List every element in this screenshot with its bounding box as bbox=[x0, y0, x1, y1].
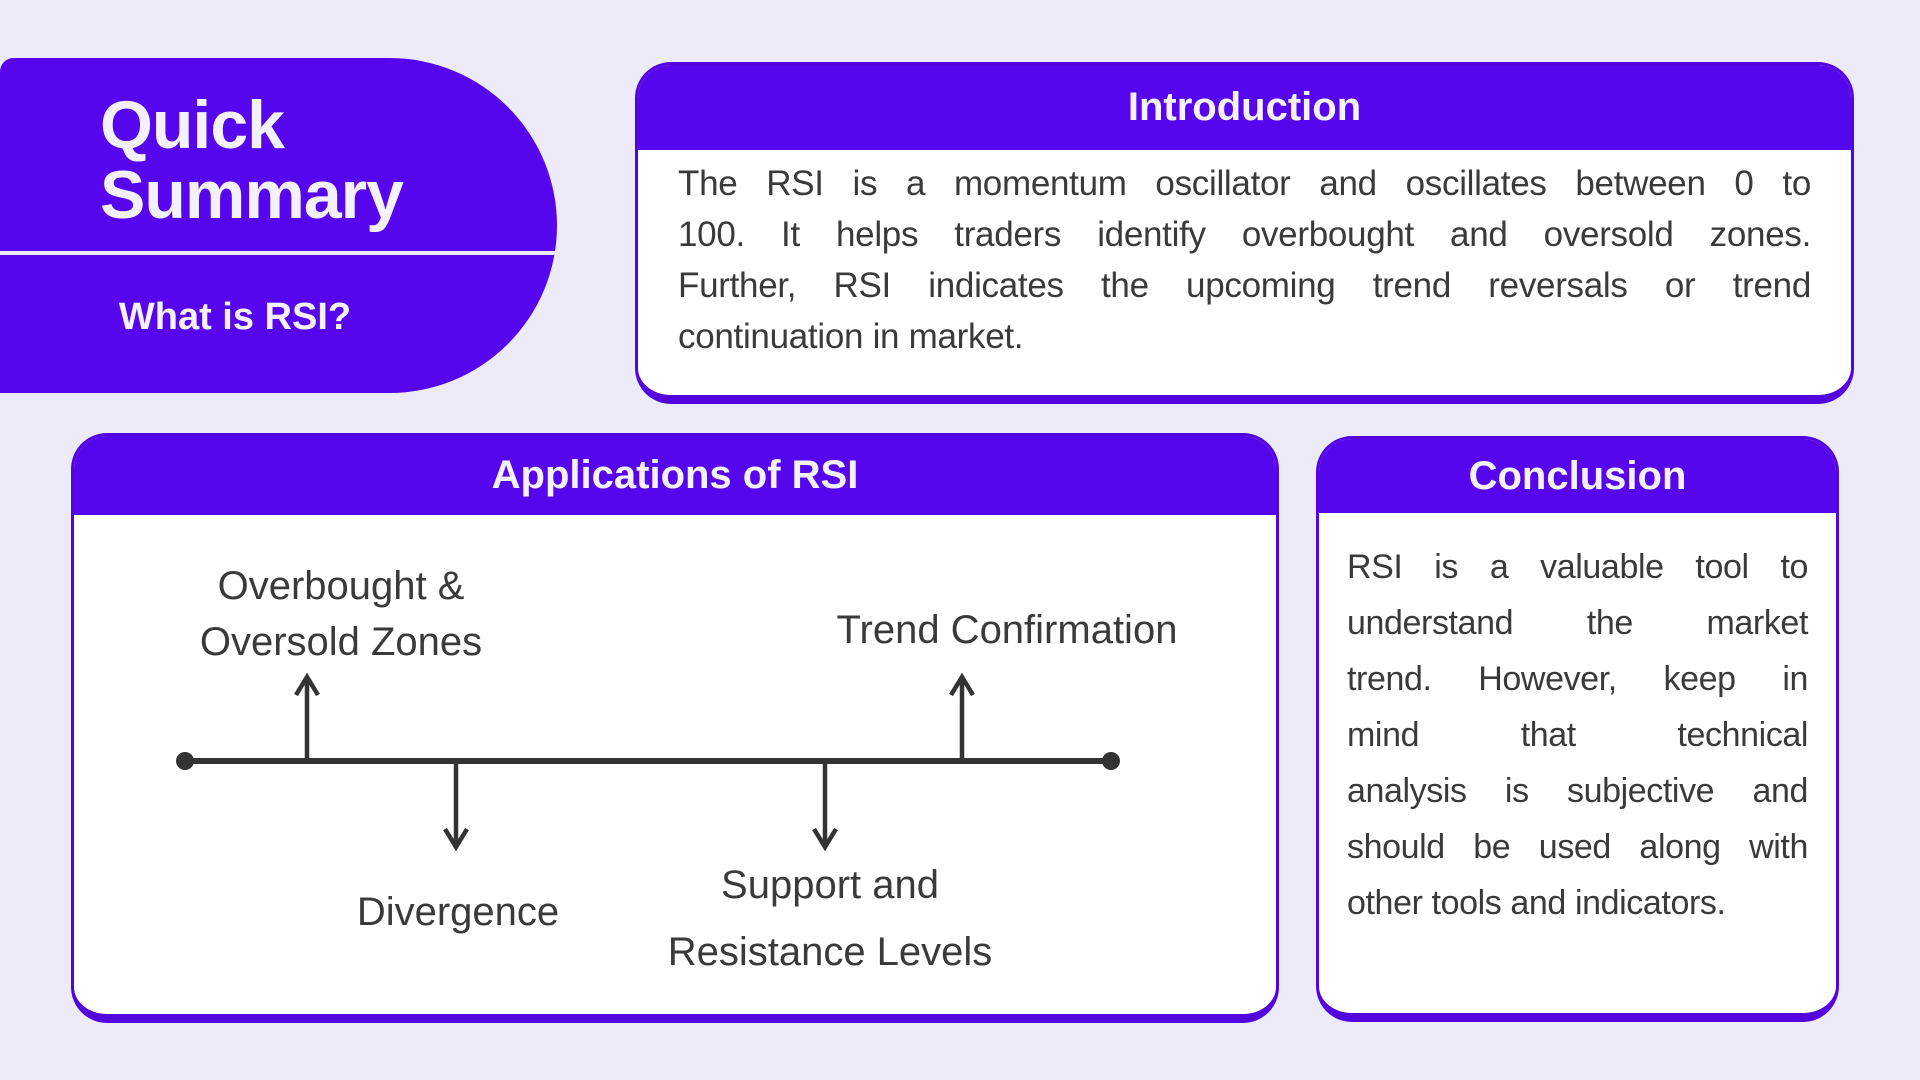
introduction-title: Introduction bbox=[1127, 85, 1362, 129]
up-arrow-icon bbox=[949, 672, 975, 761]
introduction-header: Introduction bbox=[638, 65, 1851, 150]
conclusion-text-line: understand the market bbox=[1347, 604, 1808, 642]
introduction-card: Introduction The RSI is a momentum oscil… bbox=[635, 62, 1854, 404]
down-arrow-icon bbox=[812, 761, 838, 852]
applications-header: Applications of RSI bbox=[74, 436, 1276, 515]
timeline-svg bbox=[176, 672, 1120, 852]
timeline-endpoint-dot-left bbox=[176, 752, 194, 770]
quick-summary-title: Quick Summary bbox=[100, 87, 404, 233]
divider-line bbox=[0, 251, 557, 255]
down-arrow-icon bbox=[443, 761, 469, 852]
introduction-text-line: 100. It helps traders identify overbough… bbox=[678, 215, 1811, 254]
timeline-diagram: Overbought & Oversold Zones Trend Confir… bbox=[74, 515, 1276, 1014]
label-overbought-oversold: Overbought & Oversold Zones bbox=[200, 558, 482, 670]
conclusion-text-line: RSI is a valuable tool to bbox=[1347, 548, 1808, 586]
introduction-body: The RSI is a momentum oscillator and osc… bbox=[638, 150, 1851, 395]
conclusion-header: Conclusion bbox=[1319, 439, 1836, 513]
label-support-resistance: Support and Resistance Levels bbox=[668, 852, 993, 986]
conclusion-body: RSI is a valuable tool to understand the… bbox=[1319, 513, 1836, 1013]
quick-summary-panel: Quick Summary What is RSI? bbox=[0, 58, 557, 393]
conclusion-text-line: mind that technical bbox=[1347, 716, 1808, 754]
label-overbought-line1: Overbought & bbox=[217, 564, 465, 608]
introduction-text-line: The RSI is a momentum oscillator and osc… bbox=[678, 164, 1811, 203]
applications-title: Applications of RSI bbox=[491, 453, 859, 497]
conclusion-text-line: should be used along with bbox=[1347, 828, 1808, 866]
label-divergence: Divergence bbox=[356, 890, 560, 934]
introduction-text-line: Further, RSI indicates the upcoming tren… bbox=[678, 266, 1811, 305]
quick-summary-title-line2: Summary bbox=[100, 157, 404, 233]
quick-summary-title-line1: Quick bbox=[100, 87, 285, 163]
timeline-endpoint-dot-right bbox=[1102, 752, 1120, 770]
label-support-line1: Support and bbox=[721, 863, 939, 907]
applications-body: Overbought & Oversold Zones Trend Confir… bbox=[74, 515, 1276, 1014]
label-support-line2: Resistance Levels bbox=[667, 930, 993, 974]
introduction-text-line: continuation in market. bbox=[678, 317, 1024, 356]
conclusion-text-line: other tools and indicators. bbox=[1347, 884, 1726, 922]
label-overbought-line2: Oversold Zones bbox=[199, 620, 483, 664]
up-arrow-icon bbox=[294, 672, 320, 761]
applications-card: Applications of RSI bbox=[71, 433, 1279, 1023]
conclusion-text-line: trend. However, keep in bbox=[1347, 660, 1808, 698]
quick-summary-subtitle: What is RSI? bbox=[118, 296, 352, 338]
conclusion-text-line: analysis is subjective and bbox=[1347, 772, 1808, 810]
conclusion-title: Conclusion bbox=[1468, 453, 1687, 498]
conclusion-card: Conclusion RSI is a valuable tool to und… bbox=[1316, 436, 1839, 1022]
label-trend-confirmation: Trend Confirmation bbox=[836, 608, 1178, 652]
